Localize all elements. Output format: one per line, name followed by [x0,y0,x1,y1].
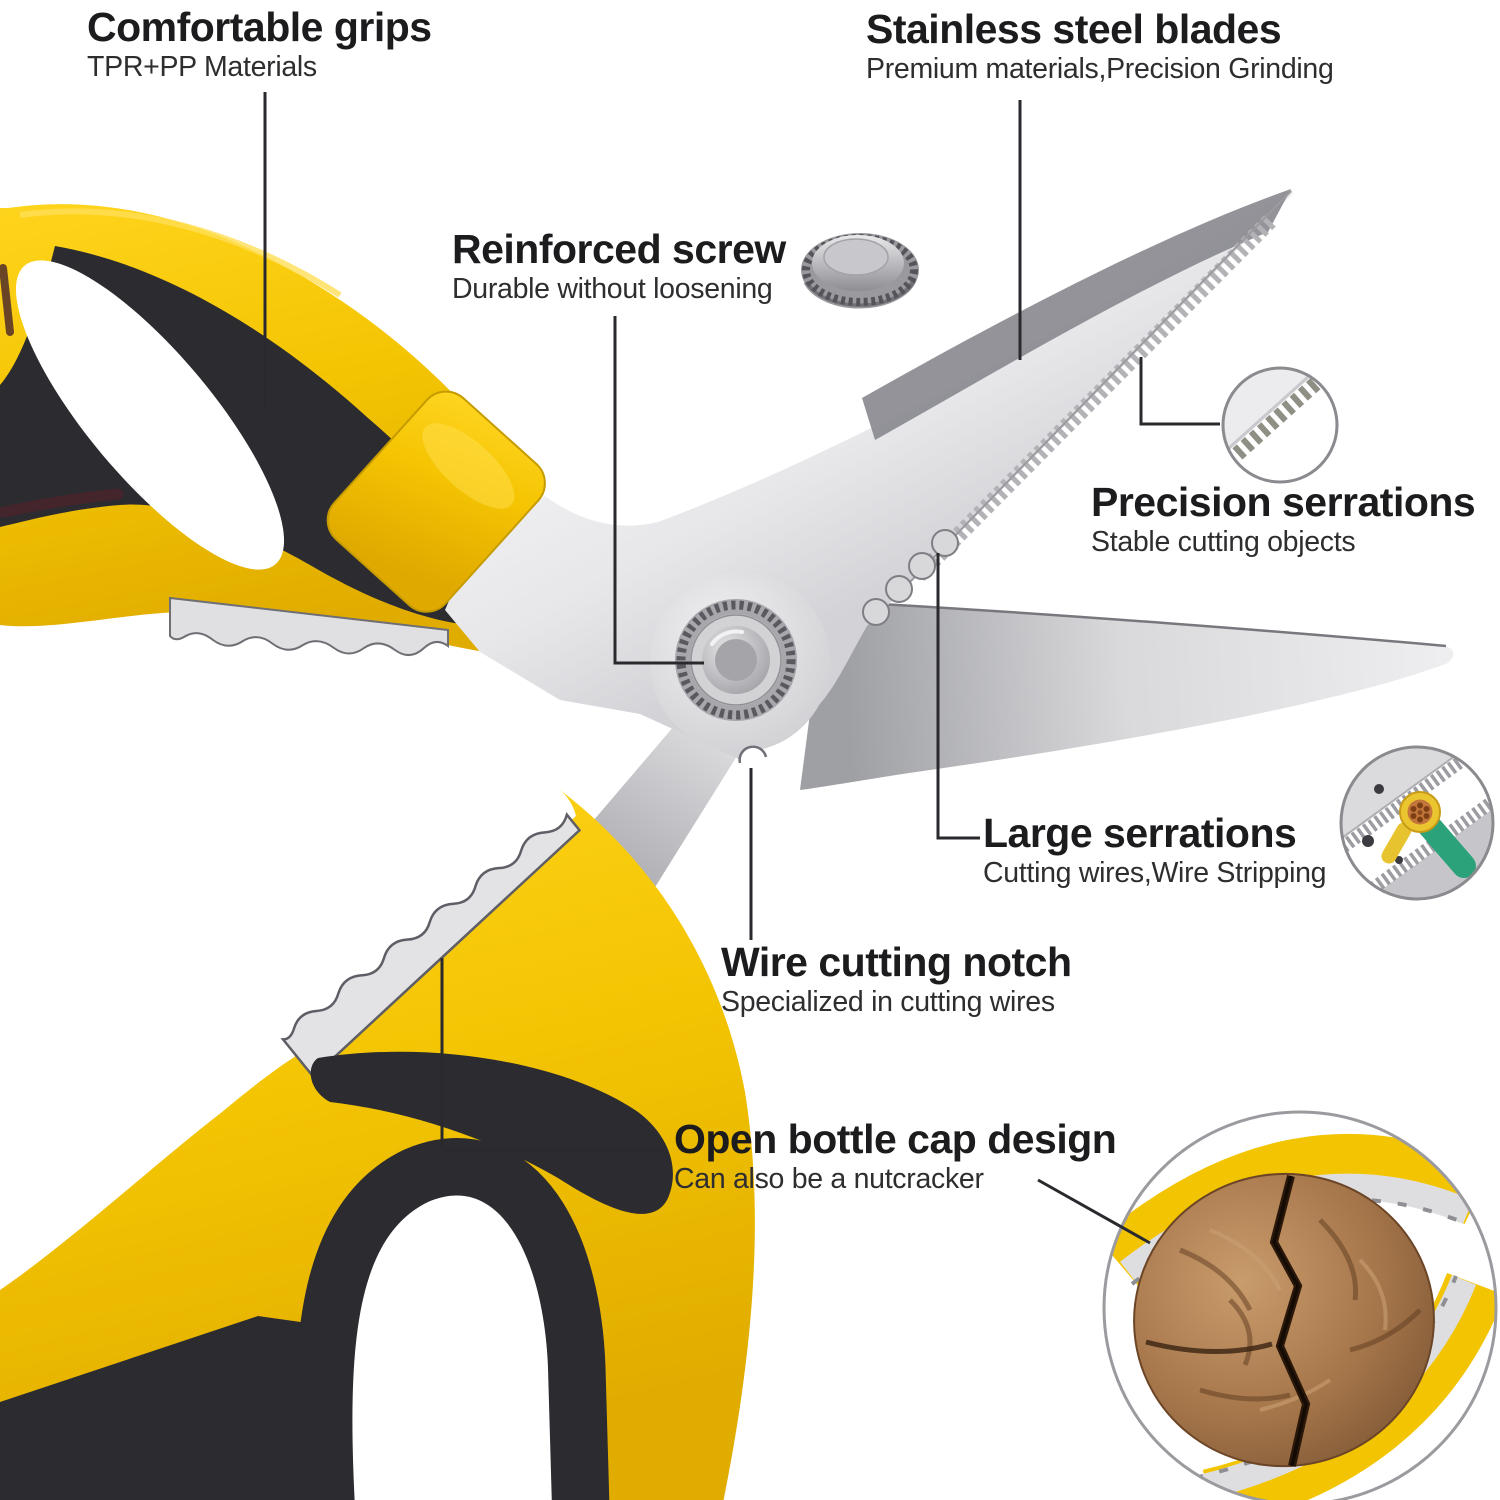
leader-lines [263,92,1220,1245]
upper-blade-body [445,189,1293,762]
precision-serrations-subtitle: Stable cutting objects [1091,525,1356,558]
lower-blade [800,600,1454,790]
lower-handle-grip-top [310,1051,673,1214]
wire-cutting-notch [738,745,768,800]
annotation-comfortable-grips: Comfortable grips TPR+PP Materials [87,6,432,82]
upper-blade-fine-serrations [911,215,1276,583]
open-bottle-cap-title: Open bottle cap design [674,1116,1117,1162]
annotation-reinforced-screw: Reinforced screw Durable without looseni… [452,228,786,304]
annotation-wire-cutting-notch: Wire cutting notch Specialized in cuttin… [721,941,1072,1017]
large-serrations-subtitle: Cutting wires,Wire Stripping [983,856,1327,889]
lower-handle-hole [352,1195,552,1500]
bottle-opener-serrations-upper [169,596,449,656]
screw-photo-icon [801,233,919,309]
upper-blade [445,189,1293,762]
annotation-open-bottle-cap: Open bottle cap design Can also be a nut… [674,1116,1117,1195]
upper-blade-edge [907,190,1292,585]
comfortable-grips-subtitle: TPR+PP Materials [87,50,317,83]
comfortable-grips-title: Comfortable grips [87,4,432,50]
lower-handle [0,790,755,1500]
open-bottle-cap-subtitle: Can also be a nutcracker [674,1162,984,1195]
reinforced-screw-title: Reinforced screw [452,226,786,272]
nutcracker-leader [1037,1178,1151,1245]
upper-handle-boot [326,390,546,613]
wire-cutting-notch-title: Wire cutting notch [721,939,1072,985]
wire-cutting-notch-subtitle: Specialized in cutting wires [721,985,1055,1018]
large-serrations-title: Large serrations [983,810,1297,856]
upper-handle-hole [15,260,285,570]
stainless-blades-title: Stainless steel blades [866,6,1282,52]
reinforced-screw-subtitle: Durable without loosening [452,272,773,305]
upper-blade-large-serrations [862,529,959,626]
reinforced-screw-leader [613,316,704,665]
upper-blade-bevel [862,189,1291,440]
precision-serrations-title: Precision serrations [1091,479,1476,525]
precision-serrations-leader [1139,357,1220,426]
bottle-cap-leader [440,958,663,1152]
upper-handle-maroon-edge [0,488,124,518]
stainless-blades-subtitle: Premium materials,Precision Grinding [866,52,1334,85]
annotation-precision-serrations: Precision serrations Stable cutting obje… [1091,479,1476,558]
walnut [1133,1172,1435,1468]
pivot-screw [675,599,797,721]
annotation-large-serrations: Large serrations Cutting wires,Wire Stri… [983,810,1327,889]
precision-serrations-inset [1221,366,1339,484]
nutcracker-inset [1102,1110,1498,1500]
upper-handle-maroon-edge2 [0,264,14,336]
large-serrations-leader [936,553,980,840]
annotation-stainless-steel-blades: Stainless steel blades Premium materials… [866,8,1334,84]
nutcracker-serrations-lower [280,812,582,1079]
upper-handle-top-highlight [19,208,342,298]
